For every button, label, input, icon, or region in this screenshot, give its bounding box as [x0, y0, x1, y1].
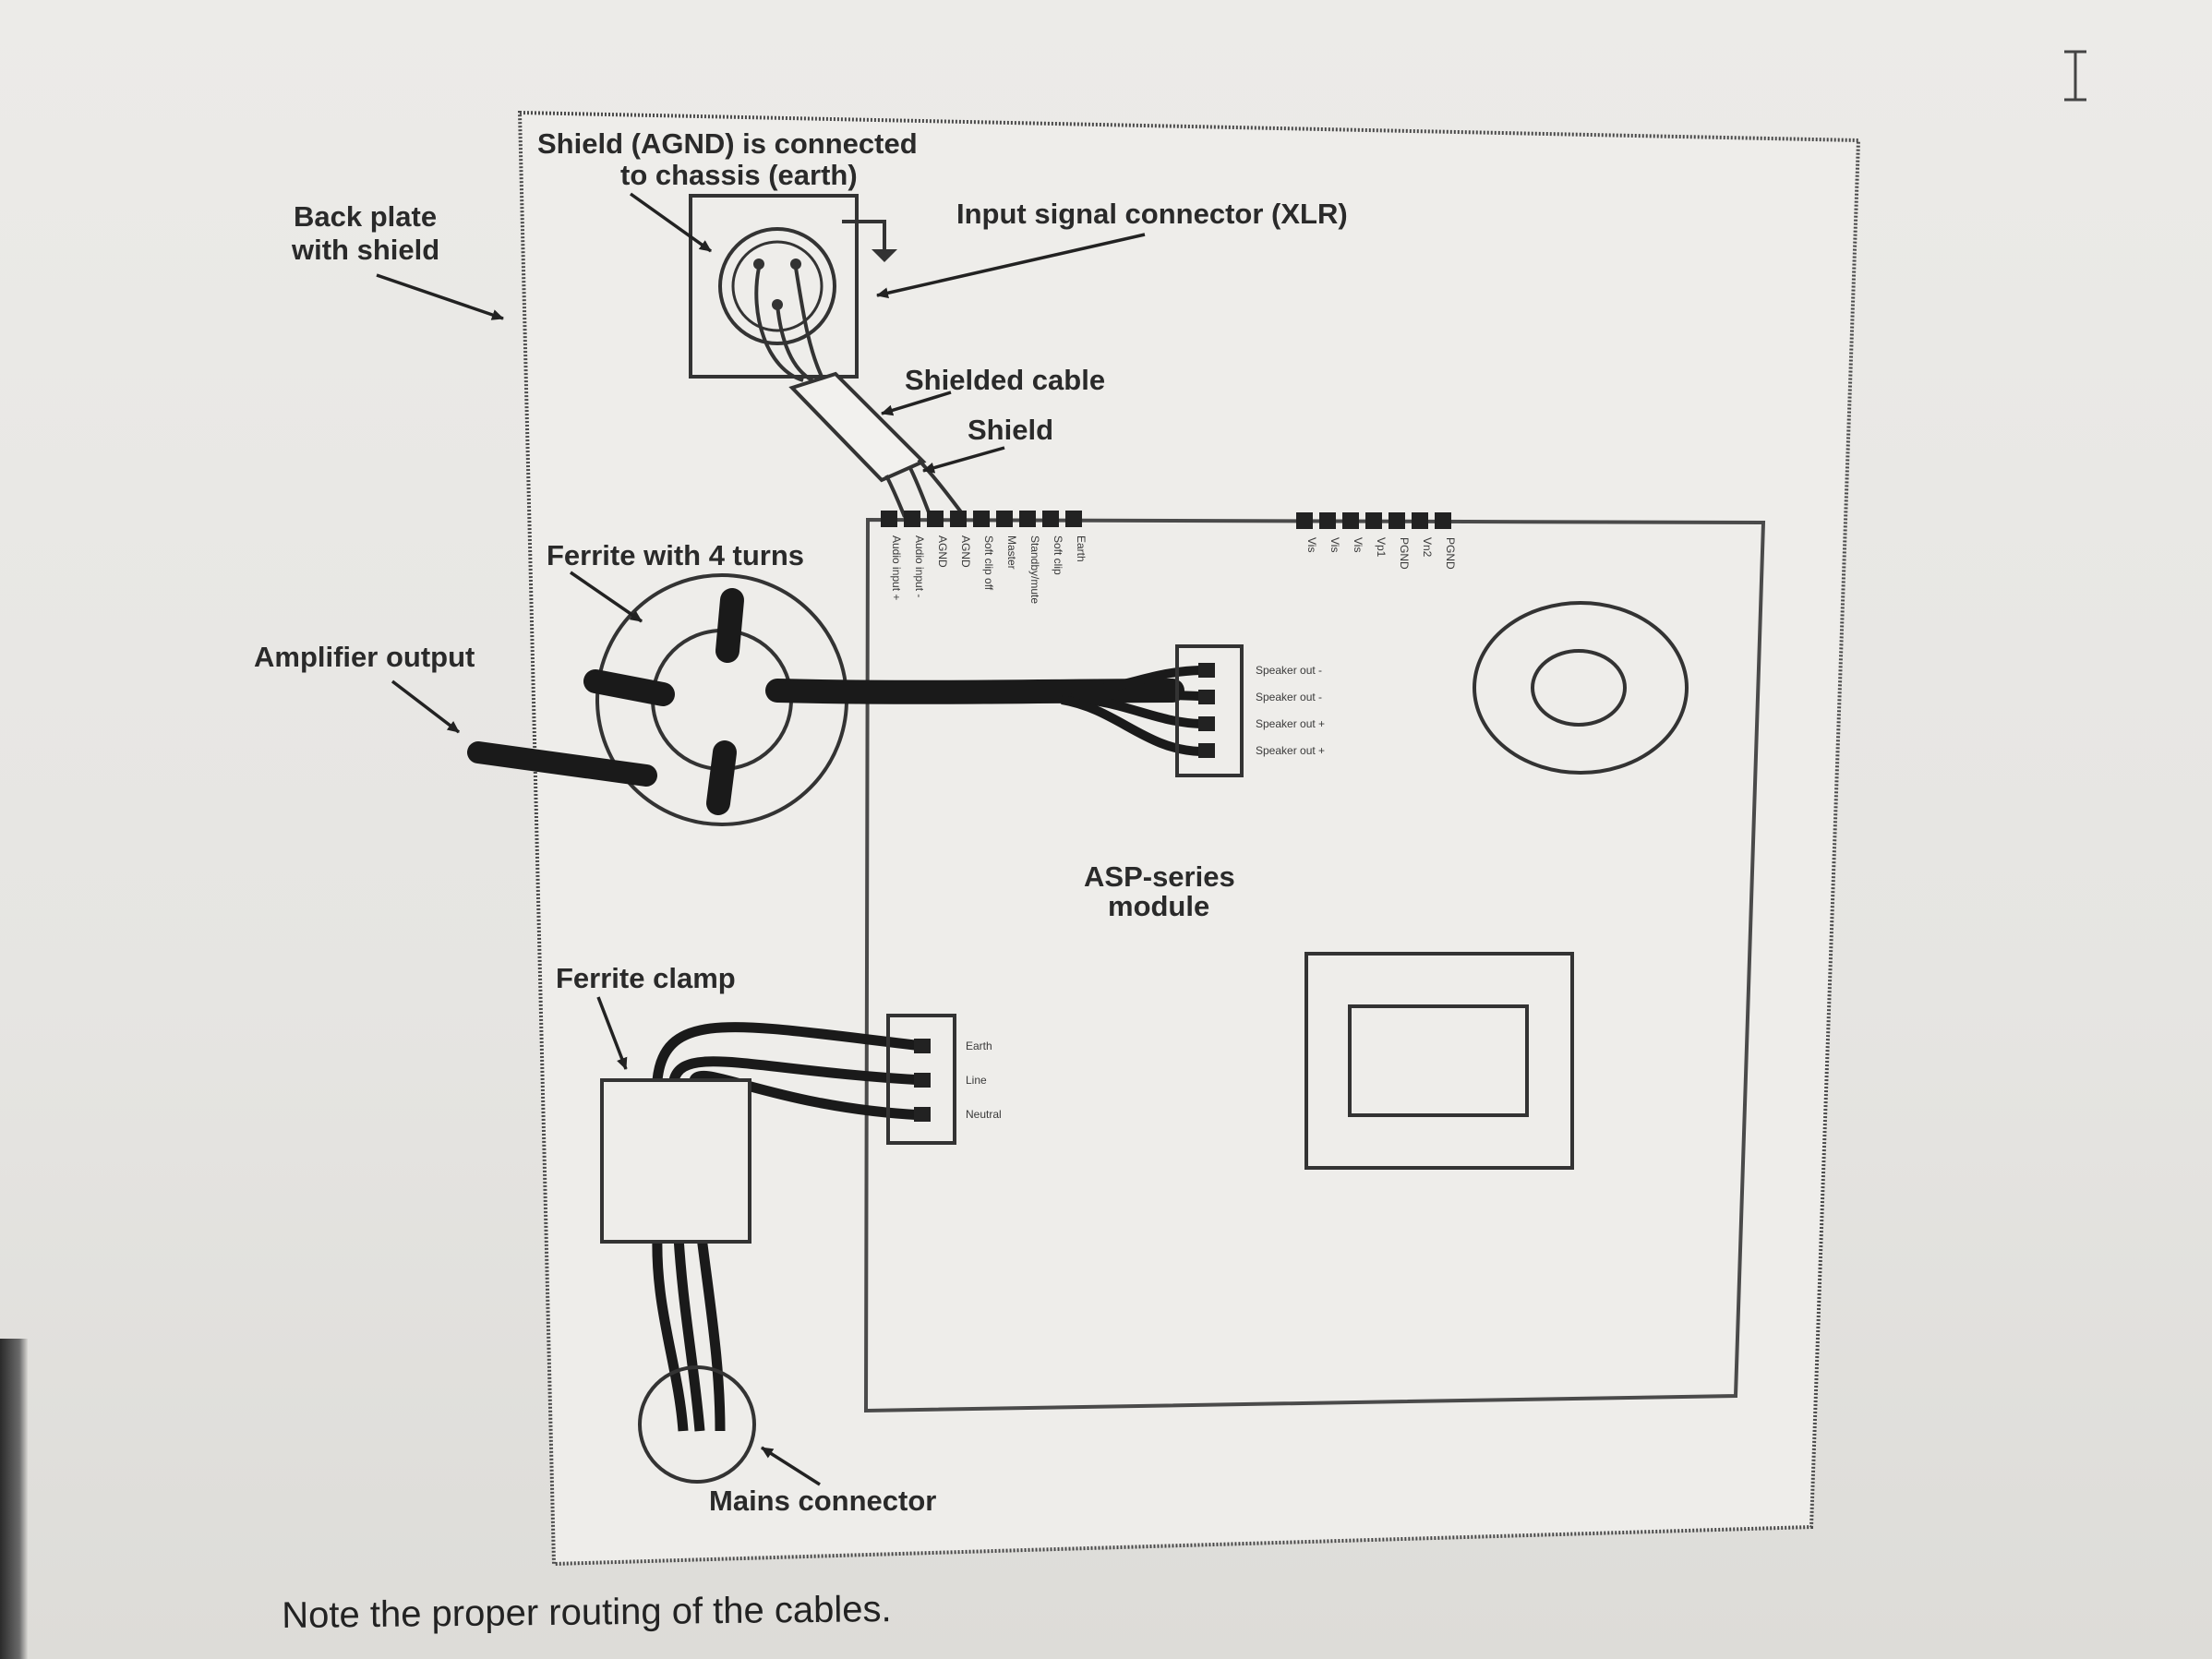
ferrite-4-turns-label: Ferrite with 4 turns: [547, 539, 804, 571]
mains-wiring: [652, 1022, 924, 1432]
top-pin: [904, 511, 920, 527]
top-pin: [950, 511, 967, 527]
back-plate-frame: [517, 110, 1861, 1567]
top-pin-label: AGND: [959, 535, 972, 568]
speaker-pin: [1198, 690, 1215, 704]
speaker-wires: [1061, 666, 1201, 756]
heatsink-component: [1304, 952, 1574, 1170]
amplifier-output-label: Amplifier output: [254, 641, 475, 673]
right-pin-label: Vis: [1328, 537, 1341, 552]
shield-label-line2: to chassis (earth): [620, 159, 858, 191]
speaker-pin: [1198, 716, 1215, 731]
mains-connector-label: Mains connector: [709, 1485, 936, 1517]
top-pin-label: Soft clip: [1052, 535, 1064, 575]
speaker-pin: [1198, 663, 1215, 678]
figure-caption: Note the proper routing of the cables.: [282, 1589, 892, 1636]
monitor-bezel: [0, 1339, 28, 1659]
mains-pin: [914, 1073, 931, 1088]
top-pin-label: Soft clip off: [982, 535, 995, 591]
callout-arrows: [376, 192, 1146, 1486]
mains-connector-socket: [638, 1365, 756, 1484]
back-plate-label-line1: Back plate: [294, 200, 437, 233]
input-connector-label: Input signal connector (XLR): [956, 198, 1348, 230]
mains-pin-label: Earth: [966, 1040, 992, 1052]
right-pin: [1365, 512, 1382, 529]
right-pin-label: PGND: [1398, 537, 1411, 570]
top-pin: [881, 511, 897, 527]
speaker-pin-label: Speaker out +: [1256, 744, 1325, 757]
mains-pin-label: Neutral: [966, 1108, 1002, 1121]
shield-label-line1: Shield (AGND) is connected: [537, 127, 918, 160]
xlr-connector: [689, 194, 897, 382]
top-pin: [1019, 511, 1036, 527]
right-pin: [1412, 512, 1428, 529]
module-label-line2: module: [1108, 890, 1209, 922]
speaker-pin: [1198, 743, 1215, 758]
right-pin-header: Vis Vis Vis Vp1 PGND Vn2 PGND: [1296, 512, 1457, 570]
mains-pin-label: Line: [966, 1074, 987, 1087]
top-pin-label: Earth: [1075, 535, 1088, 562]
speaker-connector: [1175, 644, 1244, 777]
top-pin: [1042, 511, 1059, 527]
back-plate-label-line2: with shield: [291, 234, 439, 266]
ferrite-clamp: [600, 1078, 751, 1244]
shielded-cable-label: Shielded cable: [905, 364, 1105, 396]
top-pin: [973, 511, 990, 527]
top-pin-header: Audio input + Audio input - AGND AGND Soft c…: [881, 511, 1088, 604]
mains-terminal: [886, 1014, 956, 1145]
right-pin-label: Vis: [1305, 537, 1318, 552]
top-pin-label: AGND: [936, 535, 949, 568]
top-pin-label: Audio input -: [913, 535, 926, 597]
toroid-transformer: [1473, 601, 1689, 775]
top-pin-label: Standby/mute: [1028, 535, 1041, 604]
right-pin: [1435, 512, 1451, 529]
top-pin: [927, 511, 944, 527]
top-pin-label: Audio input +: [890, 535, 903, 600]
speaker-pin-label: Speaker out -: [1256, 664, 1322, 677]
top-pin-label: Master: [1005, 535, 1018, 570]
shield-label: Shield: [968, 414, 1053, 446]
right-pin-label: Vn2: [1421, 537, 1434, 558]
speaker-pin-dots: Speaker out - Speaker out - Speaker out + S…: [1198, 663, 1325, 758]
right-pin-label: PGND: [1444, 537, 1457, 570]
mains-pin: [914, 1039, 931, 1053]
speaker-pin-label: Speaker out -: [1256, 691, 1322, 703]
top-pin: [996, 511, 1013, 527]
top-pin: [1065, 511, 1082, 527]
right-pin-label: Vis: [1352, 537, 1364, 552]
ferrite-clamp-label: Ferrite clamp: [556, 962, 736, 994]
module-label-line1: ASP-series: [1084, 860, 1235, 893]
right-pin-label: Vp1: [1375, 537, 1388, 558]
i-beam-cursor-icon: [2064, 50, 2086, 102]
mains-pin: [914, 1107, 931, 1122]
right-pin: [1296, 512, 1313, 529]
speaker-pin-label: Speaker out +: [1256, 717, 1325, 730]
right-pin: [1342, 512, 1359, 529]
right-pin: [1319, 512, 1336, 529]
right-pin: [1389, 512, 1405, 529]
